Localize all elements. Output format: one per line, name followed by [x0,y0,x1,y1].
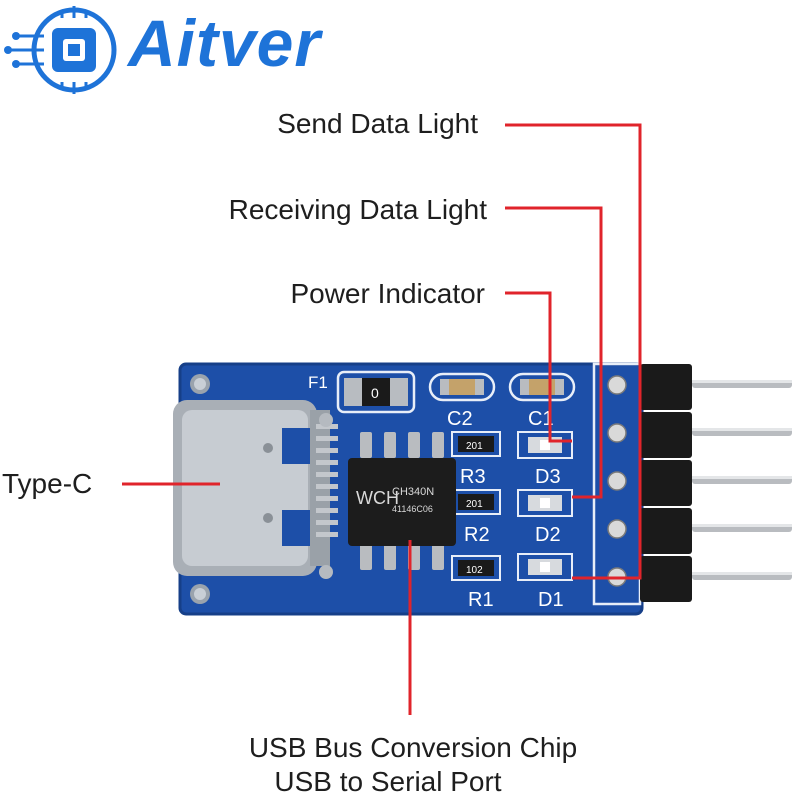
silk-c2: C2 [447,408,473,430]
capacitor-c2 [428,372,496,402]
capacitor-c1 [508,372,576,402]
silk-fuse-value: 0 [371,385,379,401]
silk-d2: D2 [535,524,561,546]
label-chip-line2: USB to Serial Port [274,766,502,797]
silk-d3: D3 [535,466,561,488]
silk-d1: D1 [538,589,564,611]
resistor-r3 [451,431,501,457]
silk-c1: C1 [528,408,554,430]
silk-r3: R3 [460,466,486,488]
header-pins [640,364,792,602]
resistor-r1 [451,555,501,581]
silkscreen-labels: F1 0 C2 C1 R3 R2 R1 D3 D2 D1 201 201 102 [308,373,564,611]
usb-serial-chip [348,432,456,570]
type-c-connector [173,400,338,579]
brand-name: Aitver [128,6,322,80]
silk-r1: R1 [468,589,494,611]
silk-f1: F1 [308,373,328,392]
silk-r2: R2 [464,524,490,546]
leader-power [505,291,572,443]
chip-logo: WCH [356,488,399,508]
label-type-c: Type-C [2,468,93,499]
led-d1 [517,553,573,581]
label-receiving-data-light: Receiving Data Light [228,194,487,225]
silk-r3-value: 201 [466,441,483,452]
fuse-f1 [336,370,416,414]
chip-lot-code: 41146C06 [392,504,433,514]
silk-r1-value: 102 [466,565,483,576]
label-chip-line1: USB Bus Conversion Chip [248,732,578,763]
leader-receive [505,206,603,499]
led-d2 [517,489,573,517]
chip-markings: WCH CH340N 41146C06 [356,486,434,514]
chip-part-number: CH340N [392,486,434,498]
leader-send [505,123,642,580]
callout-leaders [122,123,642,715]
silk-r2-value: 201 [466,499,483,510]
label-power-indicator: Power Indicator [290,278,485,309]
label-send-data-light: Send Data Light [277,108,478,139]
chip-circuit-icon [4,6,117,94]
